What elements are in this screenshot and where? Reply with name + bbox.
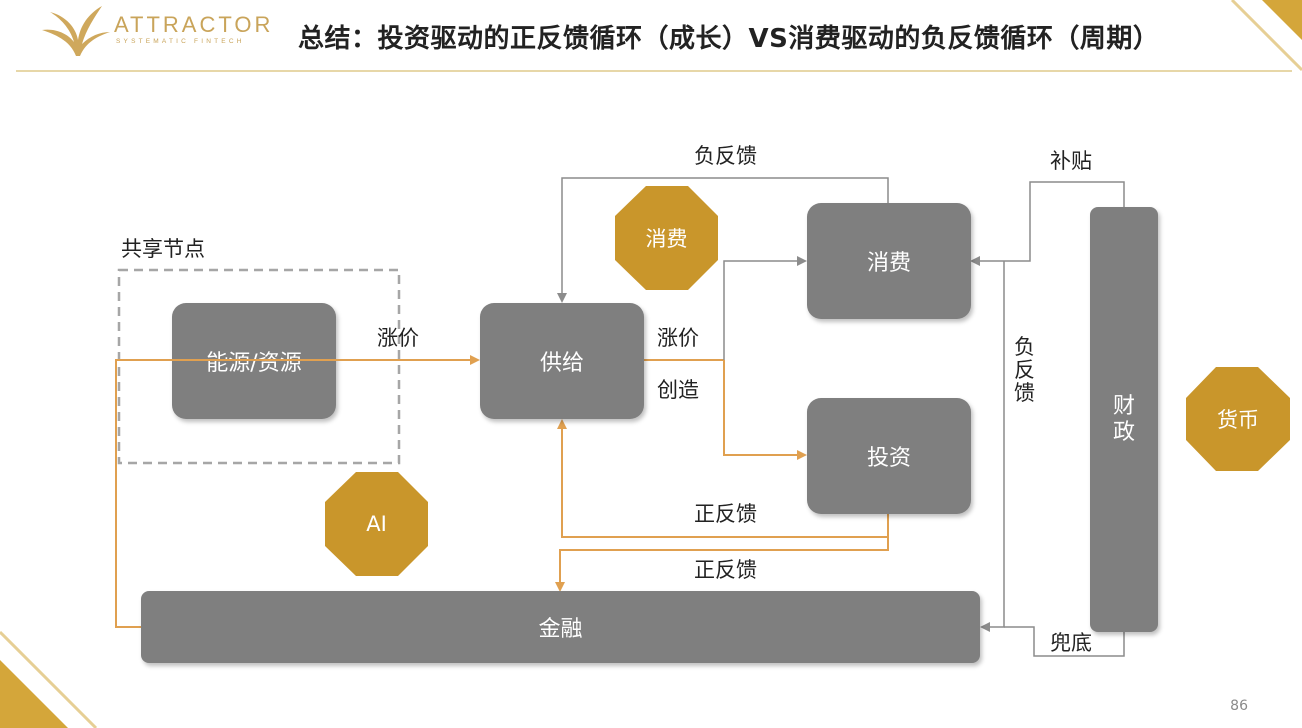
label-price-up-energy: 涨价 bbox=[377, 326, 419, 350]
octagon-currency bbox=[1186, 367, 1290, 471]
label-neg-feedback-side: 负 反 馈 bbox=[1014, 336, 1035, 405]
octagon-consumption bbox=[615, 186, 718, 290]
label-pos-feedback-1: 正反馈 bbox=[694, 502, 757, 526]
shared-node-frame bbox=[117, 268, 401, 465]
node-fiscal-char-1: 财 bbox=[1112, 393, 1135, 419]
arrow-fiscal-backstop bbox=[1004, 626, 1125, 657]
arrow-investment-pos-feedback-finance bbox=[555, 537, 889, 592]
arrow-to-consumption bbox=[723, 256, 807, 360]
label-subsidy: 补贴 bbox=[1050, 149, 1092, 173]
node-consumption: 消费 bbox=[807, 203, 971, 319]
label-create: 创造 bbox=[657, 378, 699, 402]
arrow-fiscal-subsidy bbox=[970, 181, 1125, 266]
brand-name: ATTRACTOR bbox=[114, 12, 274, 37]
node-fiscal: 财 政 bbox=[1090, 207, 1158, 632]
octagon-ai-label: AI bbox=[366, 512, 387, 536]
node-fiscal-char-2: 政 bbox=[1112, 419, 1135, 445]
attractor-logo-icon bbox=[42, 6, 110, 56]
label-neg-feedback-side-char-2: 反 bbox=[1014, 358, 1035, 382]
page-number: 86 bbox=[1230, 698, 1248, 714]
label-pos-feedback-2: 正反馈 bbox=[694, 558, 757, 582]
node-investment: 投资 bbox=[807, 398, 971, 514]
arrow-neg-feedback-side bbox=[980, 261, 1005, 632]
label-neg-feedback-side-char-1: 负 bbox=[1014, 335, 1035, 359]
page-title: 总结：投资驱动的正反馈循环（成长）VS消费驱动的负反馈循环（周期） bbox=[298, 24, 1160, 54]
arrow-investment-pos-feedback-supply bbox=[557, 419, 889, 538]
label-price-up-supply: 涨价 bbox=[657, 326, 699, 350]
brand-subtitle: SYSTEMATIC FINTECH bbox=[116, 38, 245, 45]
arrow-consumption-neg-feedback bbox=[557, 177, 889, 303]
octagon-ai bbox=[325, 472, 428, 576]
label-backstop: 兜底 bbox=[1050, 631, 1092, 655]
node-finance: 金融 bbox=[141, 591, 980, 663]
arrow-to-investment bbox=[723, 360, 807, 460]
header-divider bbox=[16, 70, 1292, 72]
label-neg-feedback-side-char-3: 馈 bbox=[1014, 381, 1035, 405]
node-energy-resources: 能源/资源 bbox=[172, 303, 336, 419]
node-supply: 供给 bbox=[480, 303, 644, 419]
shared-node-label: 共享节点 bbox=[121, 237, 205, 261]
octagon-consumption-label: 消费 bbox=[645, 227, 688, 251]
label-neg-feedback-top: 负反馈 bbox=[694, 144, 757, 168]
octagon-currency-label: 货币 bbox=[1217, 408, 1259, 432]
